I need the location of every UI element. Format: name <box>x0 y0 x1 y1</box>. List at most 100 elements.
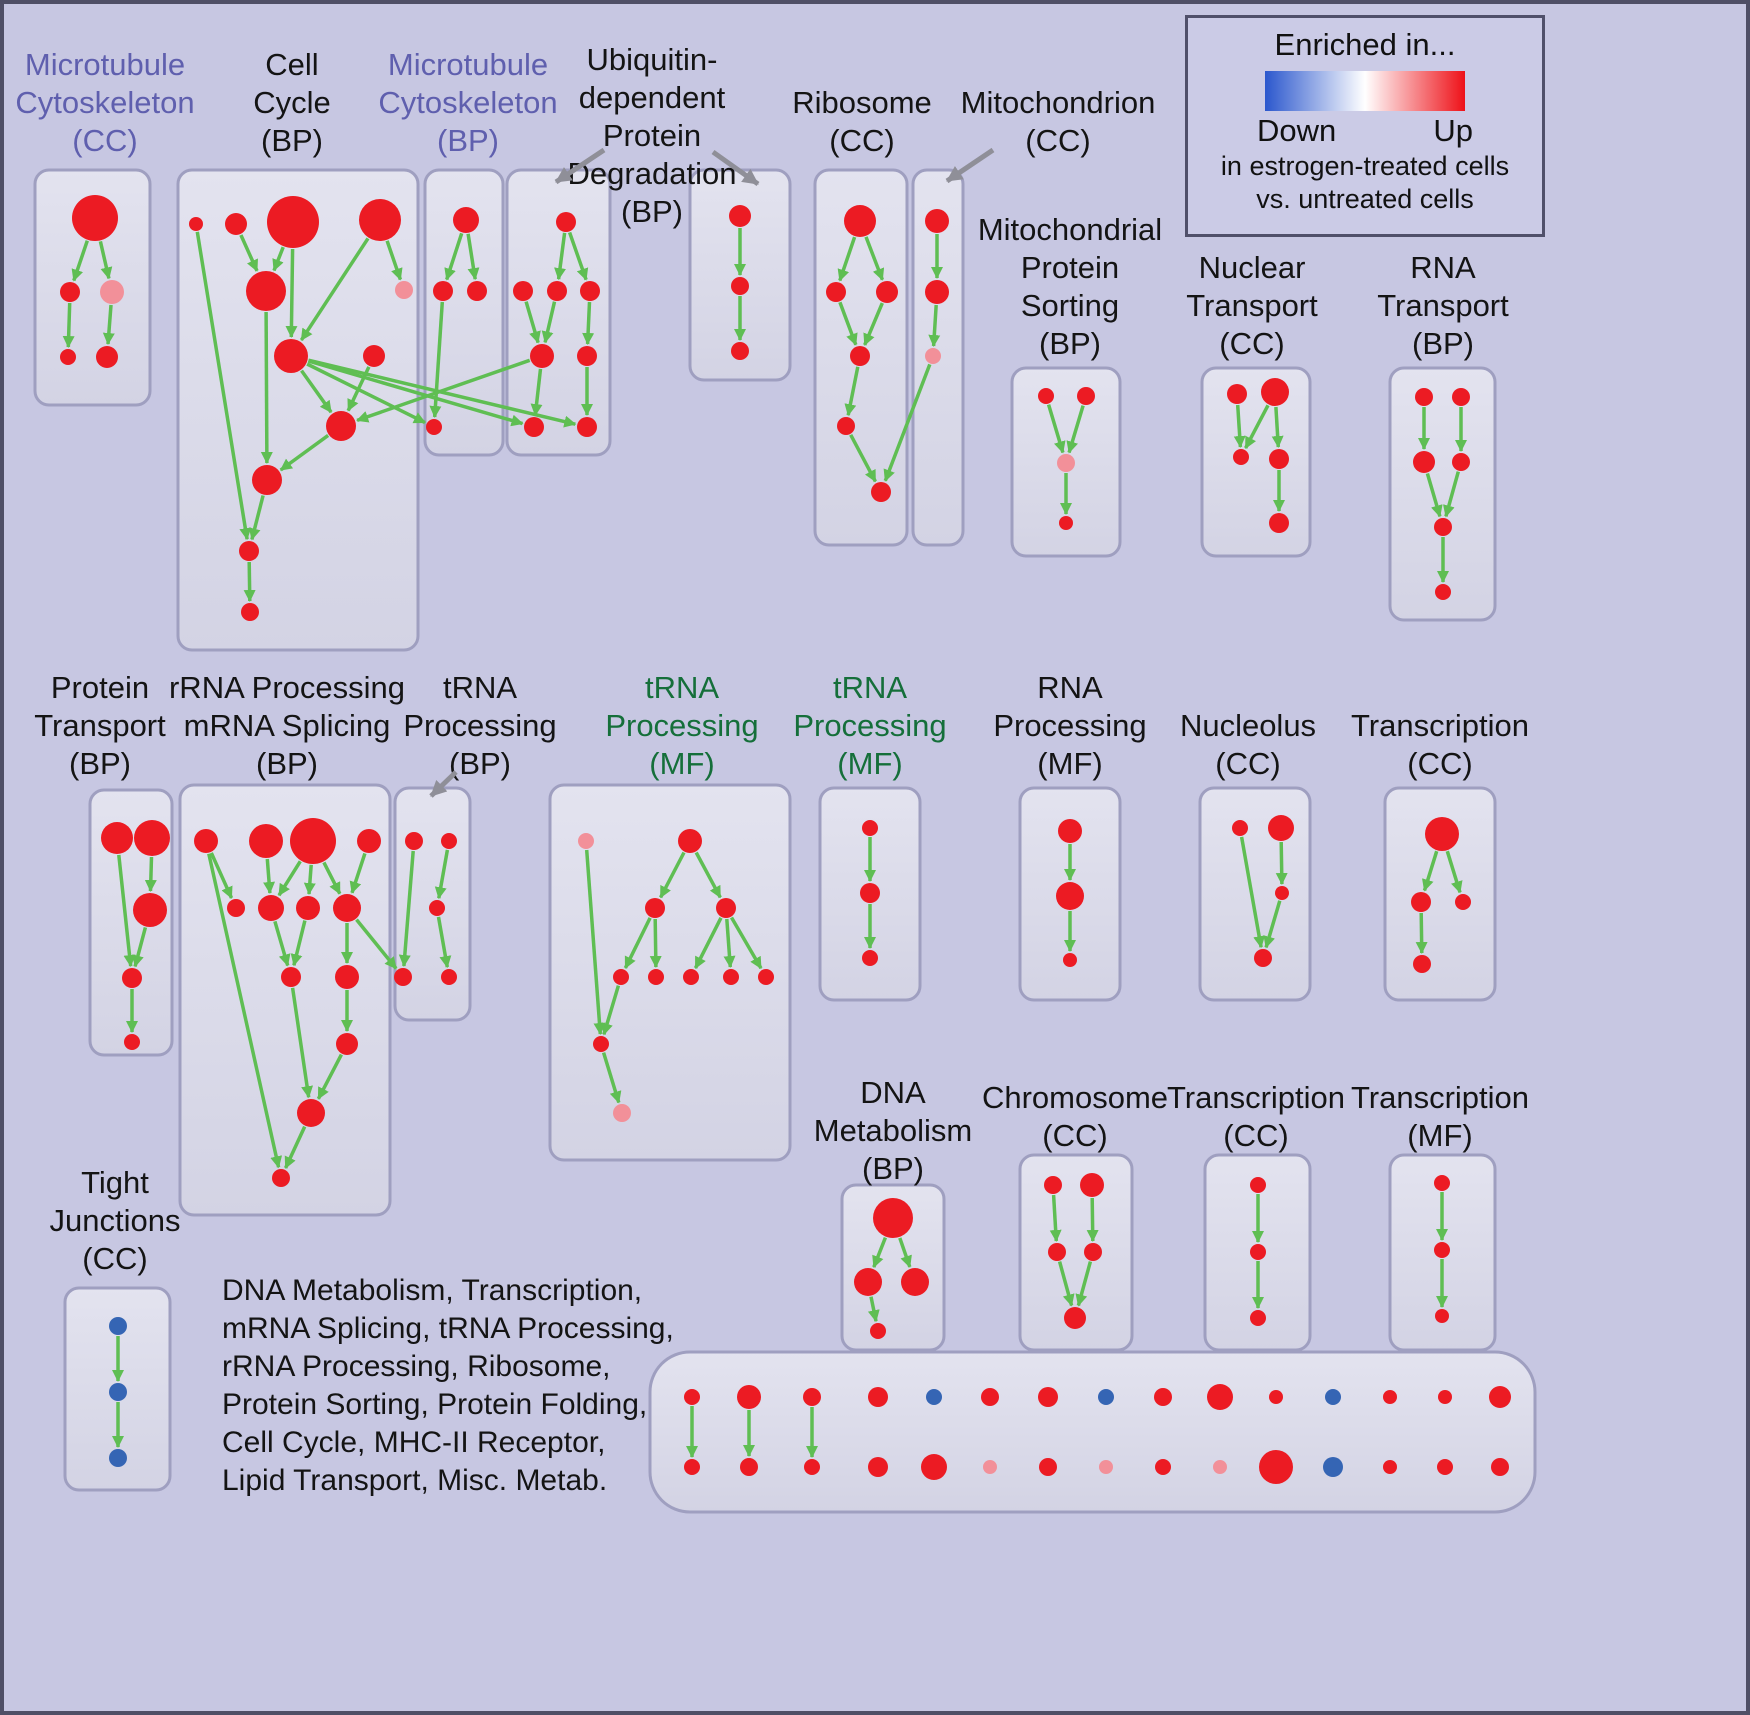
go-edge-arrow <box>355 918 398 970</box>
go-edge-arrow <box>844 366 860 417</box>
go-term-node <box>109 1449 127 1467</box>
go-term-node <box>1435 584 1451 600</box>
go-term-node <box>1383 1390 1397 1404</box>
go-term-node <box>1064 1307 1086 1329</box>
misc-label-line: Cell Cycle, MHC-II Receptor, <box>222 1426 606 1459</box>
go-term-node <box>1269 449 1289 469</box>
label-pointer-arrow <box>554 147 606 185</box>
layer-edges <box>62 228 1467 1458</box>
go-edge-arrow <box>356 358 531 423</box>
go-term-node <box>731 342 749 360</box>
go-edge-arrow <box>723 918 736 968</box>
go-term-node <box>1057 454 1075 472</box>
go-edge-arrow <box>144 856 157 892</box>
go-term-node <box>1268 815 1294 841</box>
go-term-node <box>395 281 413 299</box>
go-term-node <box>336 1033 358 1055</box>
go-term-node <box>524 417 544 437</box>
go-term-node <box>1048 1243 1066 1261</box>
go-term-node <box>921 1454 947 1480</box>
go-term-node <box>394 968 412 986</box>
go-term-node <box>729 205 751 227</box>
go-term-node <box>1452 388 1470 406</box>
go-term-node <box>1058 819 1082 843</box>
go-term-node <box>1059 516 1073 530</box>
go-term-node <box>96 346 118 368</box>
go-edge-arrow <box>436 916 452 969</box>
go-term-node <box>1323 1457 1343 1477</box>
go-edge-arrow <box>864 236 885 281</box>
go-term-node <box>556 212 576 232</box>
misc-label-line: DNA Metabolism, Transcription, <box>222 1274 643 1307</box>
go-term-node <box>1056 882 1084 910</box>
cluster-box-nuclear-transport <box>1200 366 1312 558</box>
go-term-node <box>1434 518 1452 536</box>
go-term-node <box>1269 513 1289 533</box>
go-term-node <box>1275 886 1289 900</box>
go-edge-arrow <box>693 917 723 969</box>
go-term-node <box>239 541 259 561</box>
go-term-node <box>844 205 876 237</box>
go-term-node <box>871 482 891 502</box>
go-edge-arrow <box>601 1052 622 1104</box>
cluster-box-transcription-cc-mid <box>1383 786 1497 1002</box>
go-term-node <box>453 207 479 233</box>
go-term-node <box>513 281 533 301</box>
cluster-label-transcription-mf: Transcription(MF) <box>1351 1080 1529 1153</box>
go-edge-arrow <box>132 926 148 968</box>
go-term-node <box>109 1317 127 1335</box>
go-term-node <box>1415 388 1433 406</box>
cluster-label-chromosome: Chromosome(CC) <box>982 1080 1168 1153</box>
go-edge-arrow <box>248 495 265 541</box>
go-term-node <box>246 271 286 311</box>
legend-title: Enriched in... <box>1274 27 1456 62</box>
go-term-node <box>716 898 736 918</box>
go-edge-arrow <box>1046 404 1066 454</box>
go-edge-arrow <box>567 231 589 281</box>
go-edge-arrow <box>867 1296 880 1323</box>
cluster-label-ribosome: Ribosome(CC) <box>792 85 932 158</box>
go-edge-arrow <box>279 433 330 472</box>
cluster-box-microtubule-bp <box>423 168 505 457</box>
label-pointer-arrow <box>945 147 995 184</box>
go-term-node <box>837 417 855 435</box>
go-edge-arrow <box>290 920 307 967</box>
go-edge-arrow <box>1271 406 1284 448</box>
go-term-node <box>737 1385 761 1409</box>
go-term-node <box>854 1268 882 1296</box>
go-edge-arrow <box>466 233 480 281</box>
go-edge-arrow <box>98 241 113 280</box>
go-term-node <box>803 1388 821 1406</box>
go-edge-arrow <box>239 234 259 272</box>
go-term-node <box>1227 384 1247 404</box>
misc-label-line: Protein Sorting, Protein Folding, <box>222 1388 648 1421</box>
go-edge-arrow <box>398 850 415 967</box>
go-edge-arrow <box>243 561 256 602</box>
go-term-node <box>357 829 381 853</box>
cluster-label-transcription-cc-low: Transcription(CC) <box>1167 1080 1345 1153</box>
go-edge-arrow <box>1415 912 1428 954</box>
go-edge-arrow <box>623 917 652 969</box>
go-term-node <box>804 1459 820 1475</box>
cluster-box-trna-mf-large <box>548 783 792 1162</box>
go-term-node <box>1250 1310 1266 1326</box>
go-edge-arrow <box>322 861 342 895</box>
go-edge-arrow <box>290 987 314 1099</box>
go-edge-arrow <box>849 433 877 483</box>
legend-subtitle-line1: in estrogen-treated cells <box>1220 151 1510 181</box>
go-term-node <box>868 1387 888 1407</box>
go-term-node <box>981 1388 999 1406</box>
go-term-node <box>1435 1309 1449 1323</box>
go-term-node <box>272 1169 290 1187</box>
go-term-node <box>258 895 284 921</box>
go-term-node <box>580 281 600 301</box>
go-term-node <box>1413 451 1435 473</box>
legend-gradient-bar <box>1265 71 1465 111</box>
go-term-node <box>122 968 142 988</box>
